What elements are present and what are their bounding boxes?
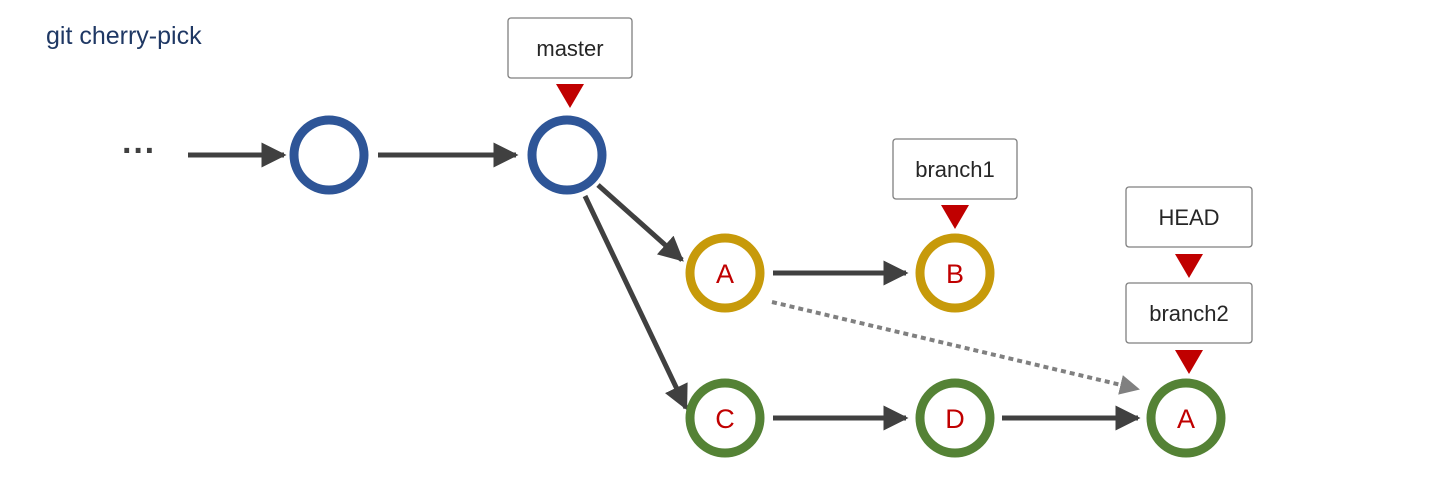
master-label-text: master: [536, 36, 603, 61]
branch2-label-text: branch2: [1149, 301, 1229, 326]
master-pointer-icon: [556, 84, 584, 108]
commit-a-label: A: [716, 259, 734, 289]
commit-a-circle: [685, 233, 765, 313]
commit-a-copy-circle: [1146, 378, 1226, 458]
commit-b-label: B: [946, 259, 964, 289]
commit-d-circle: [915, 378, 995, 458]
branch1-label-text: branch1: [915, 157, 995, 182]
ref-label-master[interactable]: master: [507, 17, 633, 79]
branch1-pointer-icon: [941, 205, 969, 229]
commit-node-a[interactable]: A: [685, 233, 765, 313]
commit-node-master[interactable]: [527, 115, 607, 195]
commit-b-circle: [915, 233, 995, 313]
edge-master-to-c: [582, 194, 689, 411]
branch1-label-box: [892, 138, 1018, 200]
commit-a-copy-label: A: [1177, 404, 1195, 434]
head-label-box: [1125, 186, 1253, 248]
commit-node-1[interactable]: [289, 115, 369, 195]
history-ellipsis: ···: [122, 132, 156, 170]
head-pointer-icon: [1175, 254, 1203, 278]
commit-c-label: C: [715, 404, 735, 434]
commit-node-b[interactable]: B: [915, 233, 995, 313]
head-label-text: HEAD: [1158, 205, 1219, 230]
edge-master-to-a: [596, 183, 684, 262]
ref-label-branch2[interactable]: branch2: [1125, 282, 1253, 344]
ref-label-branch1[interactable]: branch1: [892, 138, 1018, 200]
diagram-title: git cherry-pick: [46, 22, 202, 50]
commit-c-circle: [685, 378, 765, 458]
branch2-label-box: [1125, 282, 1253, 344]
cherry-pick-edge: [771, 300, 1140, 395]
commit-node-a-copy[interactable]: A: [1146, 378, 1226, 458]
commit-edges: [188, 142, 1141, 431]
commit-node-d[interactable]: D: [915, 378, 995, 458]
ref-label-head[interactable]: HEAD: [1125, 186, 1253, 248]
master-label-box: [507, 17, 633, 79]
commit-d-label: D: [945, 404, 965, 434]
branch2-pointer-icon: [1175, 350, 1203, 374]
commit-node-c[interactable]: C: [685, 378, 765, 458]
